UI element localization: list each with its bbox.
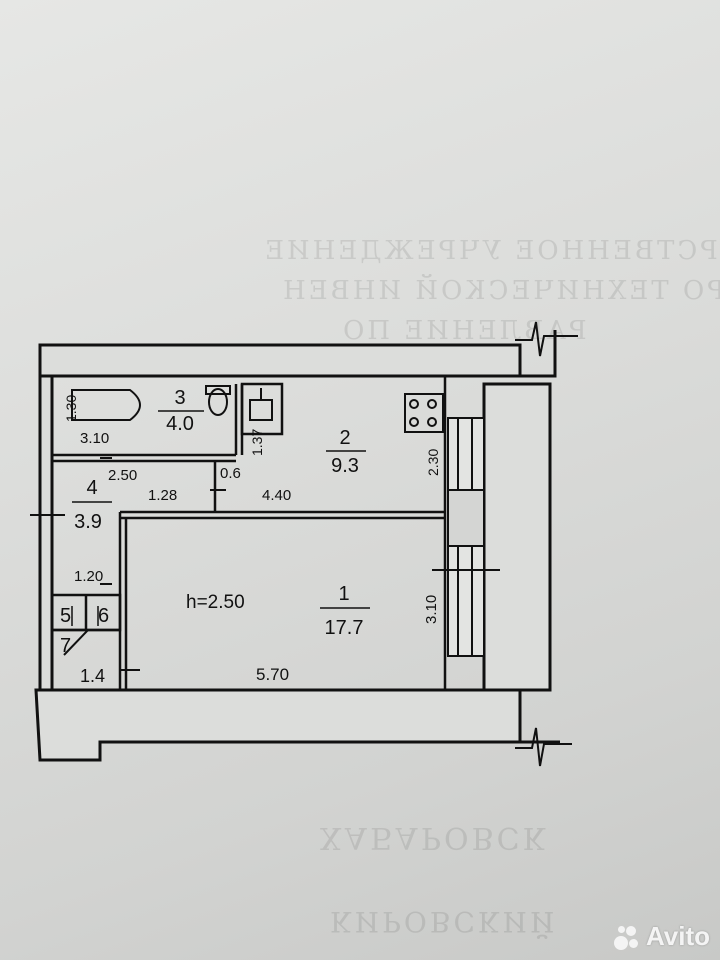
room-3-number: 3 bbox=[174, 387, 185, 409]
break-lines bbox=[515, 321, 578, 767]
top-wall bbox=[38, 343, 522, 378]
room-1-depth: 3.10 bbox=[423, 595, 440, 624]
toilet-depth: 1.37 bbox=[249, 429, 265, 456]
room-4-number: 4 bbox=[86, 477, 97, 499]
avito-watermark: Avito bbox=[613, 921, 710, 952]
dimension-ticks bbox=[30, 454, 226, 671]
room-3-depth: 1.30 bbox=[63, 395, 79, 422]
room-5-number: 5 bbox=[60, 605, 71, 627]
room-2-number: 2 bbox=[339, 427, 350, 449]
room-2-width: 4.40 bbox=[262, 487, 291, 504]
room-4-area: 3.9 bbox=[74, 511, 102, 533]
right-wall bbox=[482, 382, 552, 692]
room-3-width: 3.10 bbox=[80, 430, 109, 447]
left-wall bbox=[38, 374, 54, 692]
room-4-depth: 1.28 bbox=[148, 487, 177, 504]
room-7-number: 7 bbox=[60, 635, 71, 657]
room-1-number: 1 bbox=[338, 583, 349, 605]
room-4-width: 2.50 bbox=[108, 467, 137, 484]
avito-logo-icon bbox=[613, 924, 640, 950]
avito-wordmark: Avito bbox=[645, 921, 710, 951]
room-1-area: 17.7 bbox=[325, 617, 364, 639]
stove bbox=[404, 393, 444, 433]
room-6-number: 6 bbox=[98, 605, 109, 627]
bottom-wall bbox=[34, 688, 522, 762]
room-7-area: 1.4 bbox=[80, 666, 105, 686]
toilet bbox=[208, 388, 228, 416]
room-1-width: 5.70 bbox=[256, 665, 289, 684]
corridor-width: 1.20 bbox=[74, 568, 103, 585]
niche-width: 0.6 bbox=[220, 465, 241, 482]
room-2-depth: 2.30 bbox=[425, 449, 441, 476]
room-1-height: h=2.50 bbox=[186, 592, 245, 613]
partitions bbox=[50, 382, 445, 690]
room-2-area: 9.3 bbox=[331, 455, 359, 477]
bathtub bbox=[71, 389, 141, 421]
room-3-area: 4.0 bbox=[166, 413, 194, 435]
windows bbox=[432, 417, 500, 657]
